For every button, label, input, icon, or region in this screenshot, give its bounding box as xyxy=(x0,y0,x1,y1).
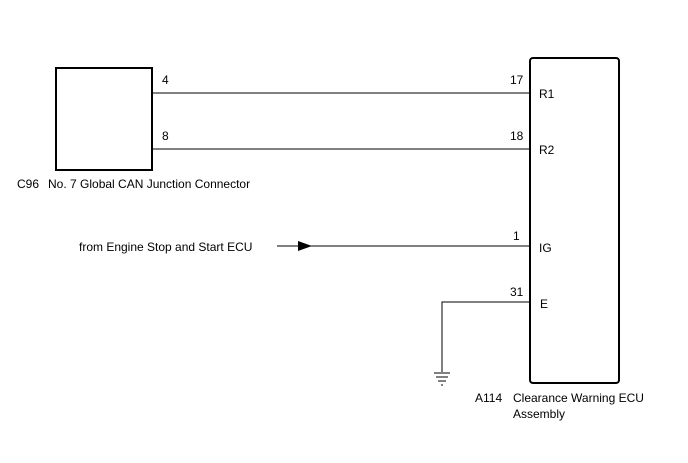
ecu-signal-r1: R1 xyxy=(539,87,555,101)
ecu-pin-31: 31 xyxy=(510,285,524,299)
ecu-signal-ig: IG xyxy=(539,241,552,255)
ecu-pin-17: 17 xyxy=(510,73,524,87)
ecu-pin-18: 18 xyxy=(510,129,524,143)
ecu-name-line1: Clearance Warning ECU xyxy=(513,391,644,405)
ecu-signal-e: E xyxy=(540,297,548,311)
ecu-signal-r2: R2 xyxy=(539,143,555,157)
wire-ground xyxy=(441,301,530,372)
ground-icon xyxy=(434,372,450,386)
connector-name: No. 7 Global CAN Junction Connector xyxy=(48,177,250,191)
ecu-block xyxy=(529,57,620,384)
arrow-right-icon xyxy=(298,241,312,251)
connector-pin-4: 4 xyxy=(162,73,169,87)
connector-pin-8: 8 xyxy=(162,129,169,143)
ecu-pin-1: 1 xyxy=(513,229,520,243)
junction-connector-block xyxy=(55,67,153,171)
ecu-name-line2: Assembly xyxy=(513,407,565,421)
connector-code: C96 xyxy=(17,177,39,191)
ecu-code: A114 xyxy=(475,391,502,405)
source-label: from Engine Stop and Start ECU xyxy=(79,240,252,254)
